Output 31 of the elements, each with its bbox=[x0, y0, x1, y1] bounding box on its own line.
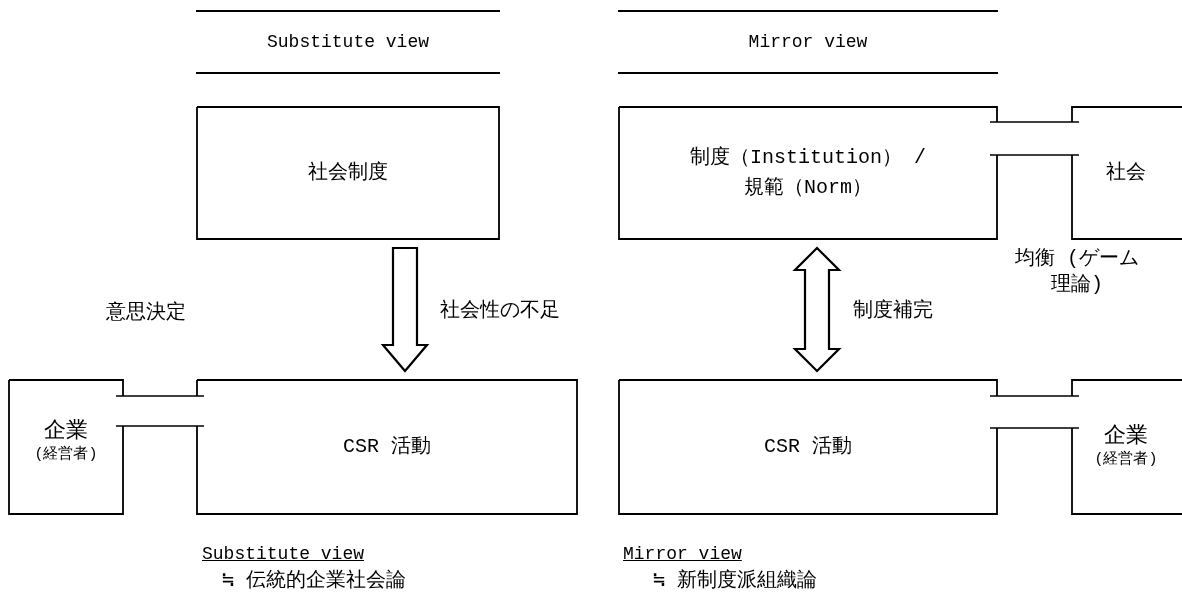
node-text: (経営者) bbox=[33, 445, 99, 465]
block-arrow bbox=[792, 246, 842, 373]
box bbox=[1071, 106, 1182, 240]
box bbox=[1071, 379, 1182, 515]
edge-label: 意思決定 bbox=[106, 300, 186, 326]
header-text: Mirror view bbox=[748, 30, 868, 54]
box bbox=[196, 106, 500, 240]
edge-label: 社会性の不足 bbox=[440, 298, 560, 324]
node-text: 企業 bbox=[43, 419, 89, 445]
connector-line bbox=[989, 121, 1080, 156]
node-text: CSR 活動 bbox=[342, 434, 432, 460]
block-arrow bbox=[380, 246, 430, 373]
box bbox=[196, 379, 578, 515]
note-text: ≒ 伝統的企業社会論 bbox=[222, 568, 407, 594]
connector-line bbox=[115, 395, 205, 427]
header-text: Substitute view bbox=[267, 30, 429, 54]
underlined-heading: Substitute view bbox=[202, 543, 365, 566]
underlined-heading: Mirror view bbox=[623, 543, 742, 566]
box bbox=[8, 379, 124, 515]
node-text: 社会制度 bbox=[307, 160, 389, 186]
node-text: 企業 bbox=[1103, 424, 1149, 450]
node-text: 制度（Institution） / 規範（Norm） bbox=[689, 145, 927, 201]
connector-line bbox=[989, 395, 1080, 429]
node-text: CSR 活動 bbox=[763, 434, 853, 460]
note-text: ≒ 新制度派組織論 bbox=[653, 568, 818, 594]
edge-label: 制度補完 bbox=[853, 298, 933, 324]
node-text: 社会 bbox=[1105, 160, 1147, 186]
box bbox=[618, 379, 998, 515]
node-text: (経営者) bbox=[1093, 450, 1159, 470]
edge-label: 均衡 (ゲーム理論) bbox=[1014, 246, 1140, 298]
box bbox=[618, 106, 998, 240]
